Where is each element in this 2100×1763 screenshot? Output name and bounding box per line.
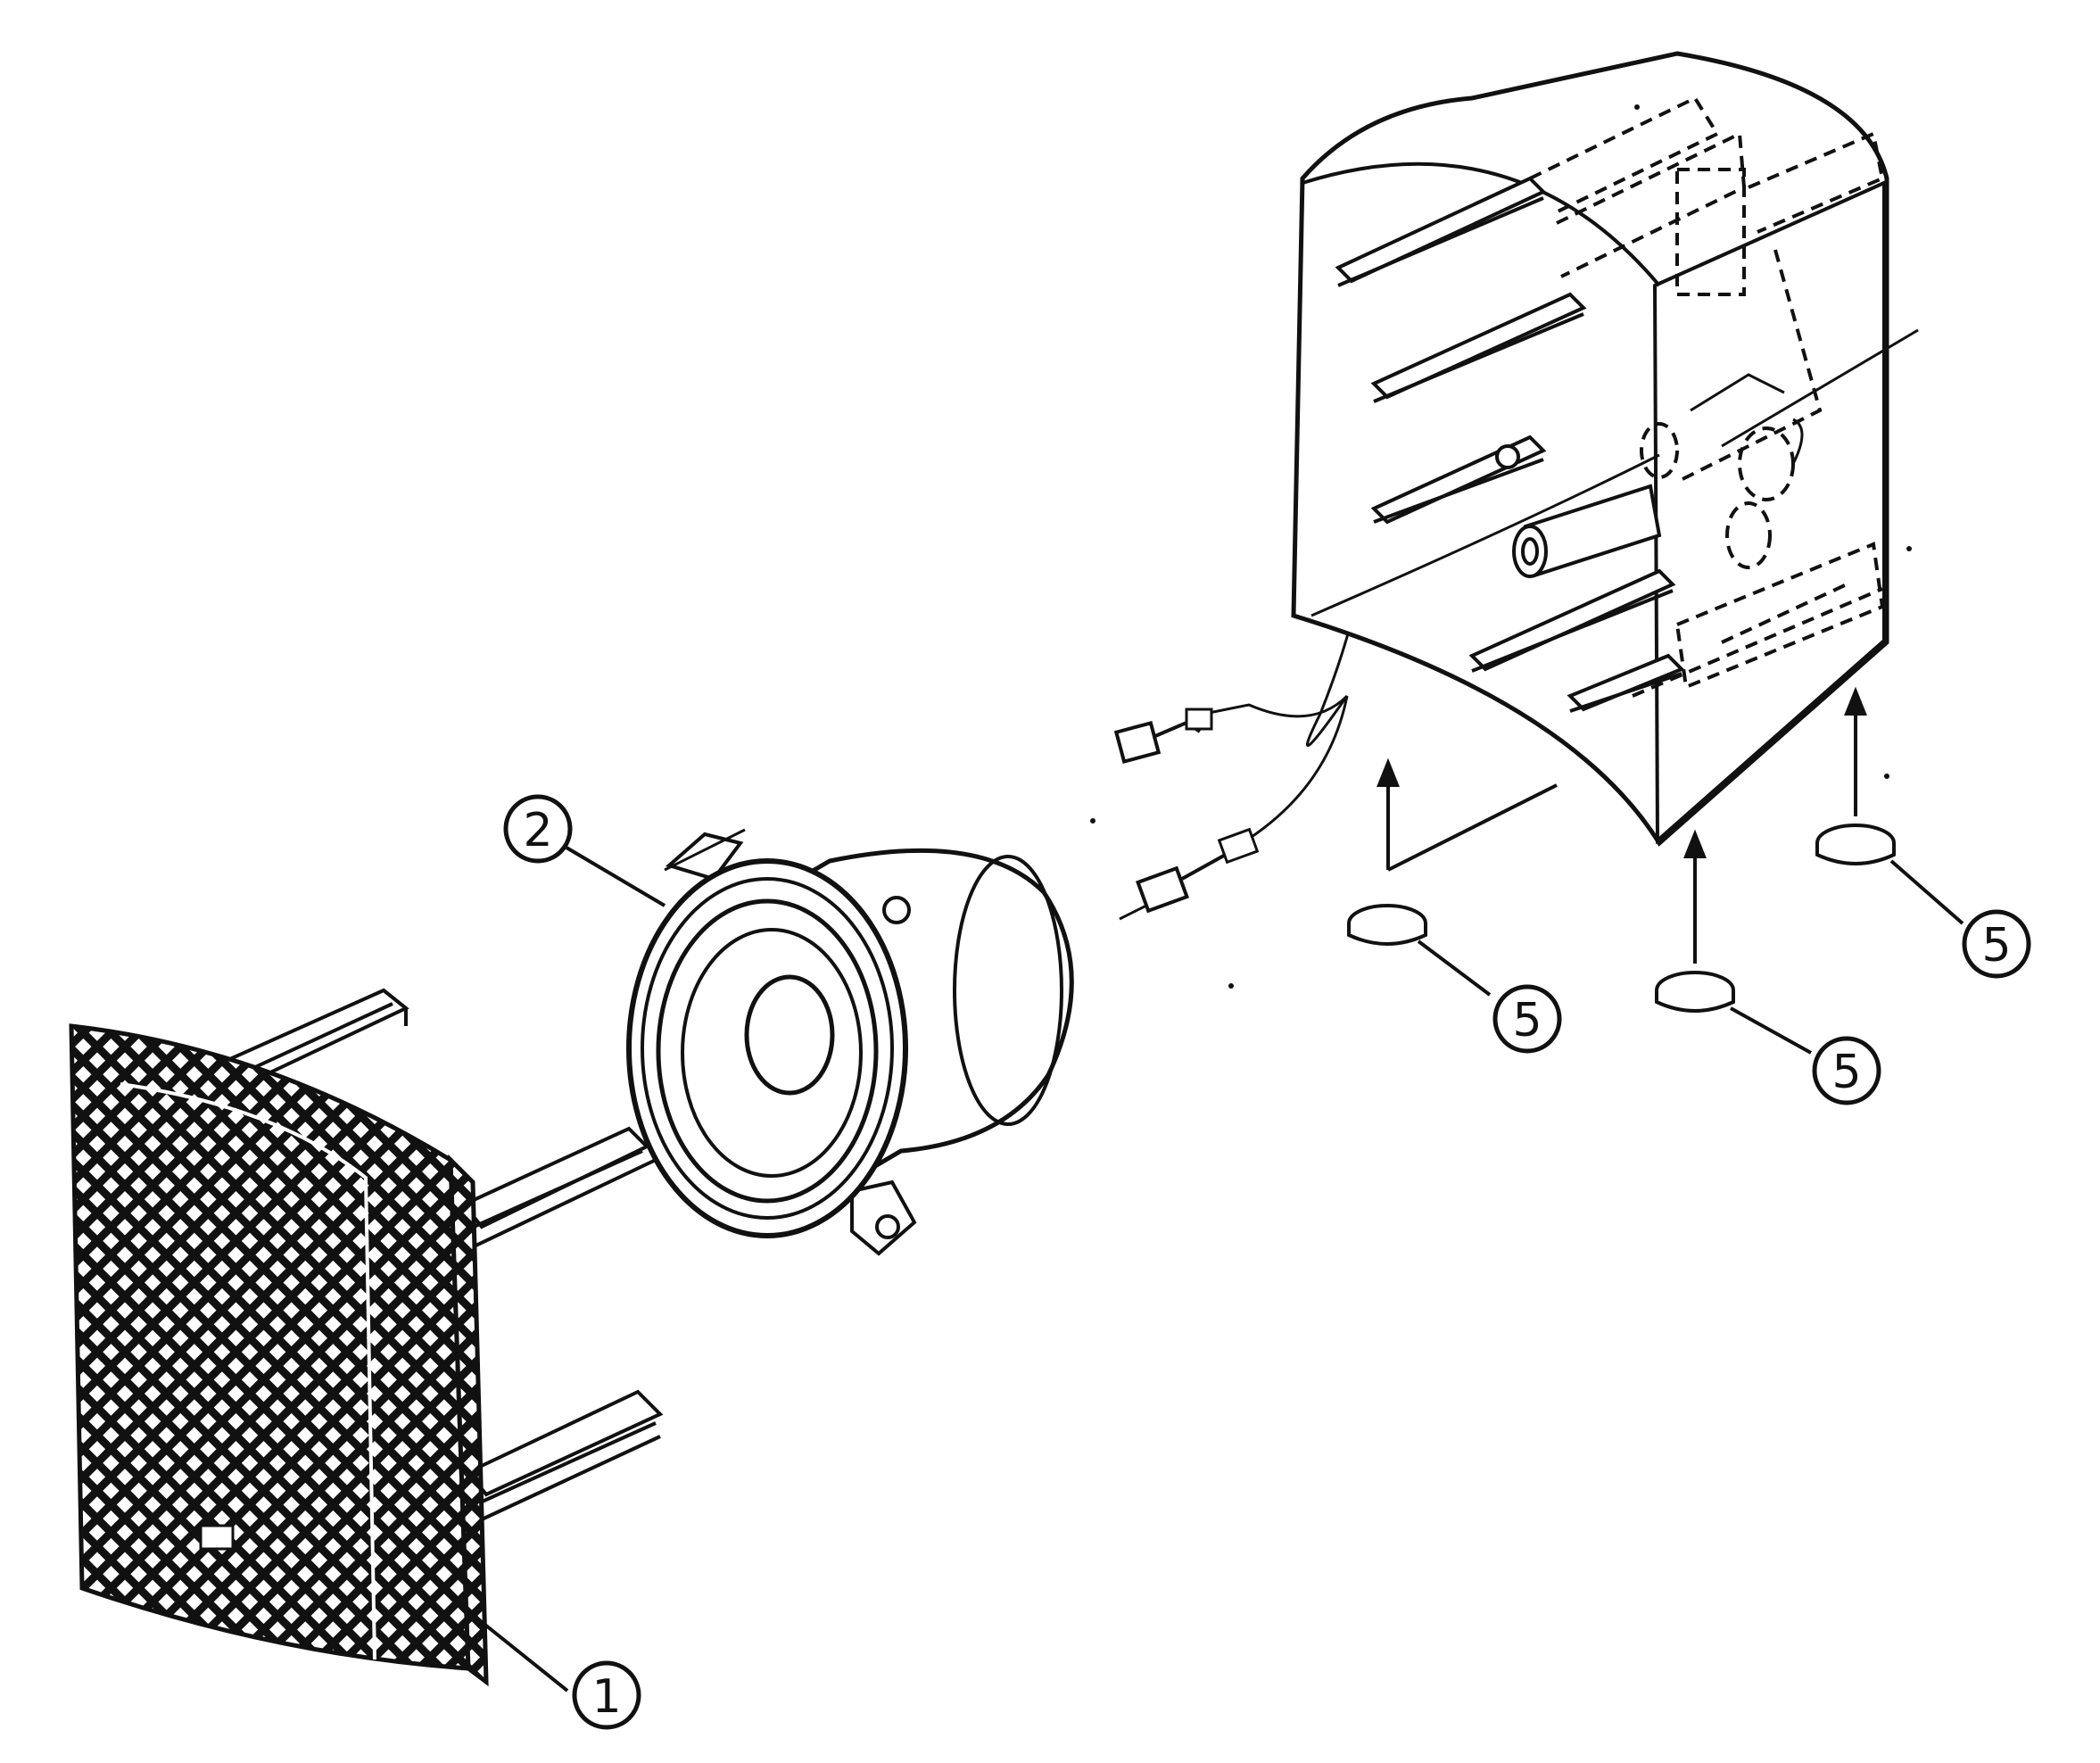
speaker-driver — [626, 828, 1074, 1256]
foot-a — [1347, 904, 1427, 946]
driver-frame — [626, 858, 908, 1238]
driver-dust-cap — [744, 974, 835, 1096]
arrow-foot-c — [1844, 686, 1867, 816]
grille-rail-bottom — [465, 1389, 664, 1527]
cabinet-rail-3 — [1370, 435, 1547, 525]
callout-5-b: 5 — [1812, 1036, 1881, 1105]
arrow-foot-a — [1377, 757, 1558, 872]
speaker-grille — [69, 988, 664, 1687]
callout-5-a-label: 5 — [1512, 994, 1542, 1047]
driver-cone — [681, 928, 863, 1178]
cabinet-rail-2 — [1370, 292, 1587, 403]
cabinet-rail-4 — [1468, 568, 1676, 673]
leader-lines-5 — [1417, 859, 1964, 1055]
leader-line-2 — [565, 846, 666, 907]
scan-specks — [1090, 104, 1912, 989]
callout-2-label: 2 — [523, 804, 552, 857]
grille-mesh-side — [448, 1154, 489, 1687]
grille-rail-middle — [460, 1126, 657, 1251]
foot-c — [1815, 824, 1896, 865]
callout-5-c: 5 — [1962, 909, 2031, 979]
callout-1: 1 — [572, 1660, 641, 1730]
cabinet-rail-5 — [1567, 653, 1685, 713]
assembly-arrows — [1377, 686, 1867, 964]
callout-2: 2 — [503, 794, 573, 864]
speaker-cabinet — [1291, 51, 1919, 847]
callout-5-a: 5 — [1492, 984, 1562, 1054]
leader-line-1 — [471, 1613, 569, 1693]
wire-connector-lower — [1119, 827, 1260, 921]
wire-connector-upper — [1113, 708, 1213, 765]
cabinet-port-tube — [1512, 484, 1662, 578]
cabinet-hidden-components — [1529, 95, 1885, 698]
foot-b — [1655, 971, 1735, 1013]
speaker-wire-harness — [1113, 398, 1517, 921]
cabinet-front-opening — [1291, 51, 1889, 847]
cabinet-rail-1 — [1335, 176, 1547, 287]
grille-logo — [199, 1524, 235, 1551]
callout-1-label: 1 — [591, 1670, 621, 1724]
driver-surround — [656, 898, 879, 1204]
callout-5-c-label: 5 — [1981, 919, 2011, 973]
cabinet-side-panel — [1652, 179, 1886, 845]
cabinet-feet — [1347, 824, 1896, 1013]
driver-mounting-tab-top — [665, 832, 744, 882]
callout-5-b-label: 5 — [1831, 1046, 1861, 1099]
arrow-foot-b — [1683, 829, 1707, 964]
